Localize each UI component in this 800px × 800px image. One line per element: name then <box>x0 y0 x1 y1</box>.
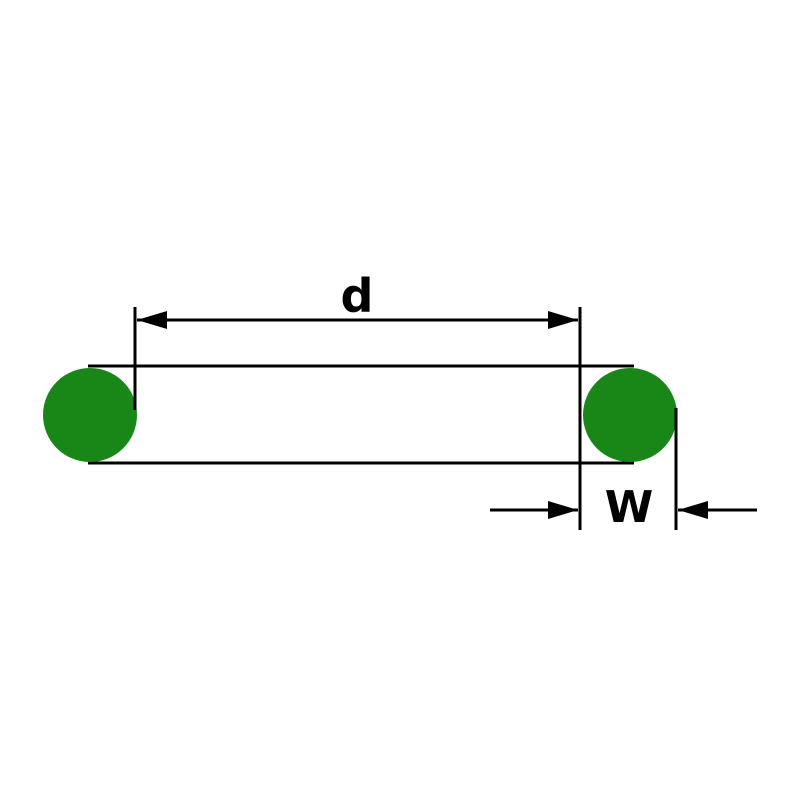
oring-cross-section-left <box>43 368 137 462</box>
width-label: W <box>605 482 654 533</box>
diameter-label: d <box>341 269 374 323</box>
oring-cross-section-right <box>583 368 677 462</box>
